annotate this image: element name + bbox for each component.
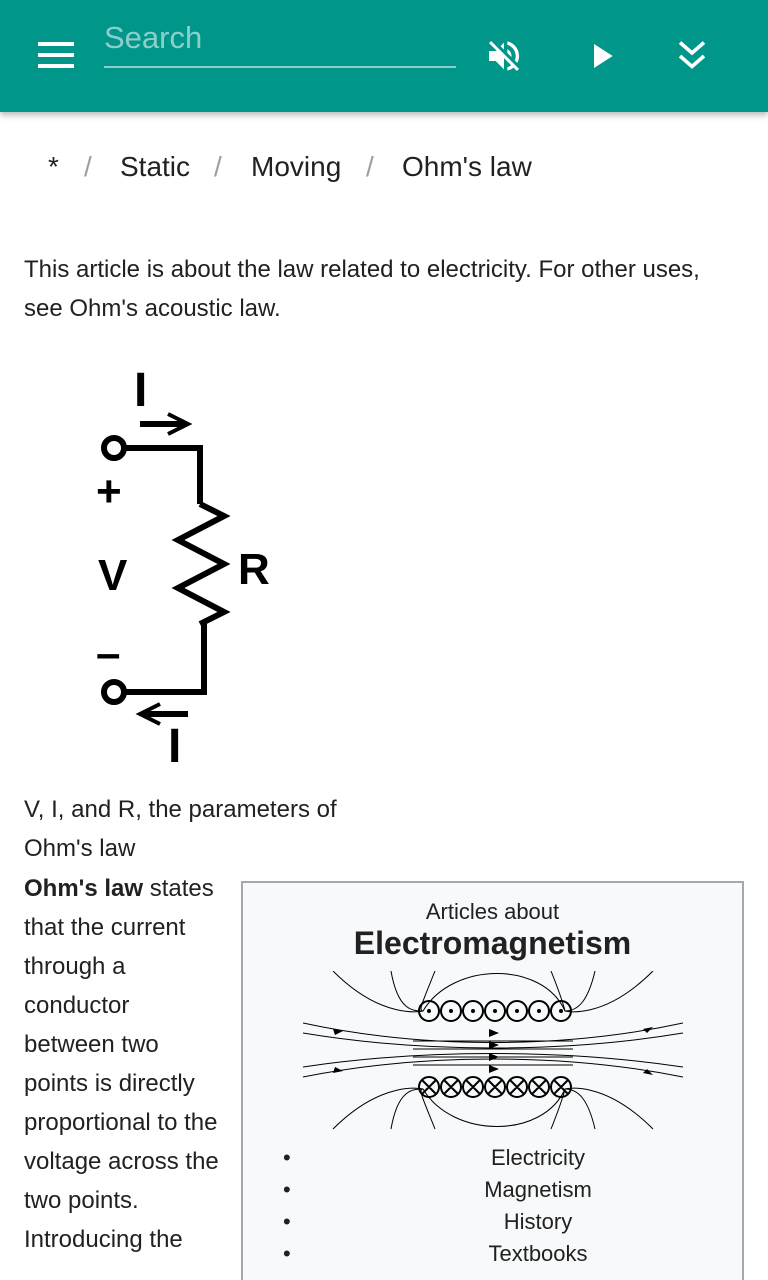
breadcrumb-separator: / xyxy=(84,151,92,182)
infobox-link-history[interactable]: History xyxy=(283,1209,753,1241)
ohms-law-circuit-figure: I + V R – I xyxy=(88,362,288,773)
current-label-top: I xyxy=(134,364,147,417)
breadcrumb-item-moving[interactable]: Moving xyxy=(251,151,342,182)
infobox-title[interactable]: Electromagnetism xyxy=(353,925,632,961)
menu-icon[interactable] xyxy=(28,36,84,76)
electromagnetism-infobox: Articles about Electromagnetism xyxy=(241,881,744,1280)
infobox-pretitle: Articles about xyxy=(425,899,560,924)
play-icon[interactable] xyxy=(574,28,630,84)
article-term: Ohm's law xyxy=(24,875,144,902)
article-body: Ohm's law states that the current throug… xyxy=(24,869,224,1259)
search-input[interactable] xyxy=(104,10,456,68)
breadcrumb-item-static[interactable]: Static xyxy=(120,151,191,182)
double-chevron-down-icon[interactable] xyxy=(664,28,720,84)
infobox-link-magnetism[interactable]: Magnetism xyxy=(283,1177,753,1209)
breadcrumb-separator: / xyxy=(214,151,222,182)
figure-caption: V, I, and R, the parameters of Ohm's law xyxy=(24,796,337,862)
app-bar xyxy=(0,0,768,112)
resistance-label: R xyxy=(238,545,270,594)
breadcrumb-item-root[interactable]: * xyxy=(48,151,59,182)
minus-label: – xyxy=(96,629,120,678)
article-intro: This article is about the law related to… xyxy=(24,256,700,322)
solenoid-field-image xyxy=(303,971,683,1130)
infobox-link-electricity[interactable]: Electricity xyxy=(283,1145,753,1177)
breadcrumb-separator: / xyxy=(366,151,374,182)
breadcrumb-item-current: Ohm's law xyxy=(402,151,532,182)
volume-off-icon[interactable] xyxy=(476,28,532,84)
plus-label: + xyxy=(96,467,122,516)
infobox-link-list: Electricity Magnetism History Textbooks xyxy=(283,1145,753,1273)
current-label-bottom: I xyxy=(168,720,181,772)
infobox-link-textbooks[interactable]: Textbooks xyxy=(283,1241,753,1273)
voltage-label: V xyxy=(98,551,128,600)
article-body-text: states that the current through a conduc… xyxy=(24,875,219,1253)
